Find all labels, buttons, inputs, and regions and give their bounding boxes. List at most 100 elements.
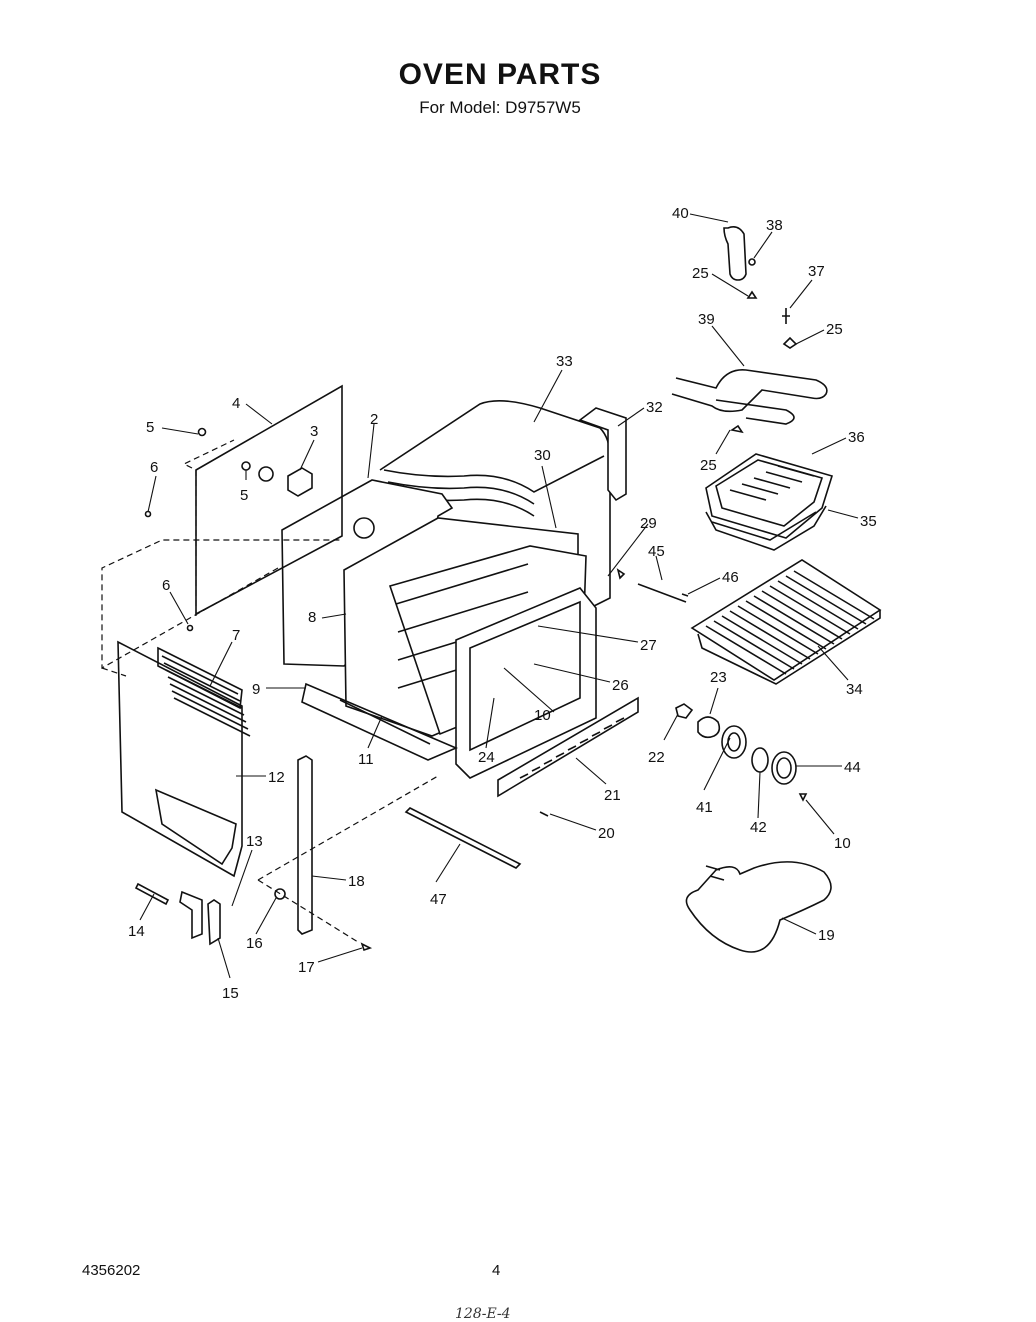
guide-rear-cover	[182, 439, 235, 616]
callout-c39: 39	[698, 311, 715, 328]
vent-slot-4	[567, 745, 577, 751]
callout-c2: 2	[370, 411, 378, 428]
rack-bars	[705, 570, 875, 675]
part-25-clip-b	[782, 336, 798, 349]
part-23-bulb	[697, 716, 721, 739]
callout-c10a: 10	[534, 707, 551, 724]
part-36-pan-grid	[705, 453, 834, 539]
callout-c5a: 5	[146, 419, 154, 436]
callout-c4: 4	[232, 395, 240, 412]
grid-slot-0	[729, 489, 767, 501]
callout-c45: 45	[648, 543, 665, 560]
part-40-tube	[723, 226, 747, 281]
leader-34	[817, 645, 849, 681]
part-33-top-edge-2	[387, 481, 535, 505]
part-46-clip	[681, 593, 689, 597]
callout-c40: 40	[672, 205, 689, 222]
leader-36	[811, 437, 847, 455]
callout-c5b: 5	[240, 487, 248, 504]
leader-11	[367, 715, 383, 749]
leader-lines	[139, 213, 859, 979]
part-39-broil-element	[671, 369, 828, 413]
leader-24	[485, 697, 495, 749]
part-5-screw-b	[241, 461, 251, 471]
part-11-bottom-pan	[339, 699, 431, 745]
part-38-screw	[748, 258, 756, 266]
vent-slot-2	[543, 759, 553, 765]
part-15-hinge-arm	[207, 899, 221, 946]
callout-c30: 30	[534, 447, 551, 464]
leader-25c	[715, 429, 731, 455]
leader-4	[245, 403, 273, 425]
guide-left	[101, 539, 342, 670]
leader-20	[549, 813, 597, 831]
leader-10a	[503, 667, 555, 713]
part-35-pan-edge	[711, 511, 817, 541]
part-33-top-edge	[383, 455, 605, 493]
leader-35	[827, 509, 859, 519]
callout-c18: 18	[348, 873, 365, 890]
callout-c32: 32	[646, 399, 663, 416]
rack-bar-5	[745, 600, 827, 650]
callout-c41: 41	[696, 799, 713, 816]
broil-element-group	[671, 226, 828, 434]
part-15-hinge	[179, 890, 203, 940]
part-34-rack-frame	[697, 610, 881, 685]
leader-26	[533, 663, 611, 683]
callout-c34: 34	[846, 681, 863, 698]
grid-slot-4	[777, 465, 815, 477]
part-45-rod	[637, 583, 687, 603]
part-34-oven-rack	[690, 559, 882, 681]
part-10-screw	[798, 793, 808, 802]
grid-slot-3	[765, 471, 803, 483]
leader-5a	[161, 427, 199, 435]
panel-vent-slot-5	[171, 690, 249, 730]
part-20-screw	[539, 811, 549, 817]
part-17-screw	[360, 942, 373, 952]
part-3-grommet	[258, 466, 274, 482]
vent-slots	[519, 717, 625, 779]
leader-23	[709, 687, 719, 715]
part-36-pan-grid-inner	[715, 459, 824, 527]
rack-bar-0	[705, 625, 787, 675]
exploded-guides	[101, 439, 439, 943]
callout-c14: 14	[128, 923, 145, 940]
leader-18	[311, 875, 347, 881]
grid-slot-2	[753, 477, 791, 489]
vent-slot-8	[615, 717, 625, 723]
callout-c15: 15	[222, 985, 239, 1002]
leader-6b	[169, 591, 189, 625]
rack-bar-10	[785, 575, 867, 625]
leader-16	[255, 897, 277, 935]
part-32-side-insulation	[578, 407, 627, 502]
leader-27	[537, 625, 639, 643]
leader-22	[663, 713, 679, 741]
part-19-bake-element	[685, 861, 832, 953]
part-6-screw-a	[144, 510, 152, 518]
broiler-pan-group	[705, 453, 834, 551]
part-13-hinge-area	[154, 788, 237, 866]
part-3-bracket	[287, 467, 313, 497]
part-12-side-panel	[117, 640, 243, 878]
grid-slot-1	[741, 483, 779, 495]
rack-bar-3	[729, 610, 811, 660]
callout-c7: 7	[232, 627, 240, 644]
document-number: 4356202	[82, 1262, 141, 1279]
callout-c6b: 6	[162, 577, 170, 594]
leader-32	[617, 407, 645, 427]
vent-slot-0	[519, 773, 529, 779]
panel-vent-slot-3	[167, 676, 245, 716]
callout-c13: 13	[246, 833, 263, 850]
page-number: 4	[492, 1262, 501, 1279]
callout-c25b: 25	[826, 321, 843, 338]
vent-slot-5	[579, 738, 589, 744]
leader-38	[753, 231, 773, 259]
callout-c17: 17	[298, 959, 315, 976]
page-title: OVEN PARTS	[398, 58, 602, 91]
left-panels-group	[117, 384, 373, 952]
callout-c42: 42	[750, 819, 767, 836]
leader-2	[367, 423, 375, 479]
leader-45	[655, 555, 663, 581]
rack-bar-2	[721, 615, 803, 665]
